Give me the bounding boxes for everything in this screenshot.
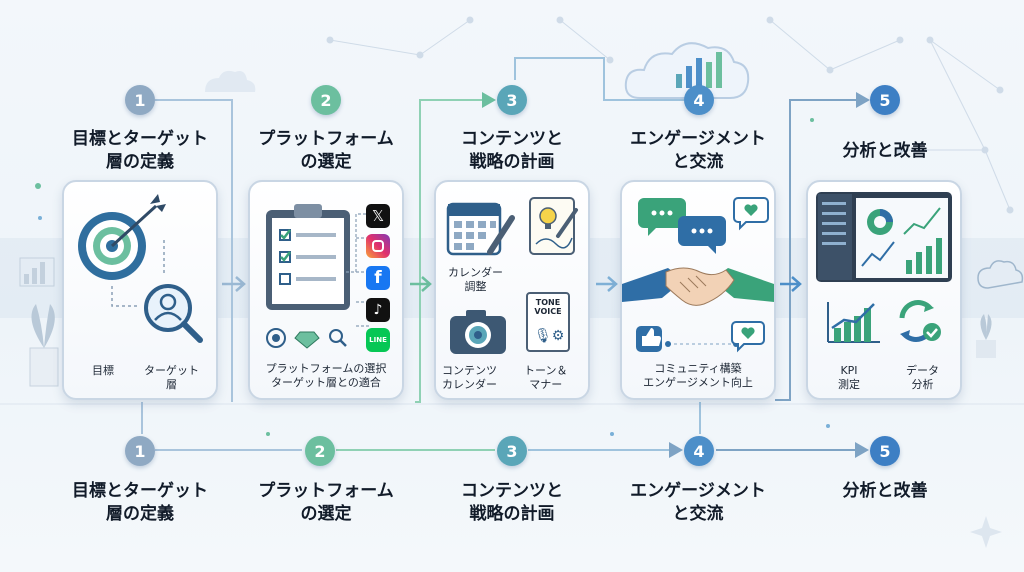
card2-caption-line2: ターゲット層との適合 bbox=[271, 376, 381, 389]
card1-caption-target-line2: 層 bbox=[166, 378, 177, 391]
step-4-number-bottom: 4 bbox=[684, 436, 714, 466]
step-1-title-bottom: 目標とターゲット 層の定義 bbox=[50, 480, 230, 526]
card3-caption-right-line2: マナー bbox=[529, 378, 563, 391]
connector-lines bbox=[346, 213, 370, 327]
step-3-title-top: コンテンツと 戦略の計画 bbox=[422, 128, 602, 174]
analytics-dashboard-icon bbox=[816, 192, 952, 282]
step-2-bottom-line2: の選定 bbox=[300, 504, 352, 524]
step-1-bottom-line1: 目標とターゲット bbox=[72, 481, 208, 501]
step-3-title-line2: 戦略の計画 bbox=[469, 152, 555, 172]
step-5-card: KPI 測定 データ 分析 bbox=[806, 180, 962, 400]
tiktok-icon: ♪ bbox=[366, 298, 390, 322]
kpi-chart-icon bbox=[827, 302, 880, 343]
step-2-title-line2: の選定 bbox=[300, 152, 352, 172]
step-5-bottom-line1: 分析と改善 bbox=[842, 481, 928, 501]
step-2-number-bottom: 2 bbox=[305, 436, 335, 466]
target-gem-search-icons bbox=[266, 328, 347, 349]
calendar-adjust-line2: 調整 bbox=[464, 280, 487, 293]
target-audience-magnifier-icon bbox=[144, 284, 203, 343]
card3-caption-tone-manner: トーン＆ マナー bbox=[524, 364, 567, 392]
camera-icon bbox=[450, 310, 506, 354]
step-3-number-top: 3 bbox=[497, 85, 527, 115]
calendar-adjust-label: カレンダー 調整 bbox=[448, 266, 503, 294]
step-1-title-line1: 目標とターゲット bbox=[72, 129, 208, 149]
tone-label: TONE bbox=[535, 298, 561, 307]
cycle-check-icon bbox=[899, 300, 941, 342]
card5-caption-left-line1: KPI bbox=[840, 364, 858, 377]
card1-caption-target: ターゲット 層 bbox=[144, 364, 199, 392]
step-4-number-top: 4 bbox=[684, 85, 714, 115]
step-3-card: カレンダー 調整 TONE VOICE 🎙⚙ コンテンツ カレンダー トーン＆ … bbox=[434, 180, 590, 400]
step-3-bottom-line1: コンテンツと bbox=[461, 481, 563, 501]
card5-caption-right-line2: 分析 bbox=[911, 378, 934, 391]
card2-caption: プラットフォームの選択 ターゲット層との適合 bbox=[250, 362, 402, 390]
step-4-title-bottom: エンゲージメント と交流 bbox=[608, 480, 788, 526]
step-5-number-top: 5 bbox=[870, 85, 900, 115]
step-4-bottom-line1: エンゲージメント bbox=[630, 481, 766, 501]
step-1-number-bottom: 1 bbox=[125, 436, 155, 466]
card1-caption-target-line1: ターゲット bbox=[144, 364, 199, 377]
card3-caption-right-line1: トーン＆ bbox=[524, 364, 568, 377]
like-heart-icons bbox=[636, 321, 765, 353]
card4-caption-line2: エンゲージメント向上 bbox=[643, 376, 753, 389]
calendar-adjust-line1: カレンダー bbox=[448, 266, 503, 279]
target-icon bbox=[78, 194, 166, 307]
step-2-card: 𝕏 f ♪ LINE プラットフォームの選択 ターゲット層との適合 bbox=[248, 180, 404, 400]
step-3-number-bottom: 3 bbox=[497, 436, 527, 466]
step-1-title-line2: 層の定義 bbox=[106, 152, 174, 172]
step-4-title-top: エンゲージメント と交流 bbox=[608, 128, 788, 174]
tone-voice-document: TONE VOICE 🎙⚙ bbox=[526, 292, 570, 352]
line-icon: LINE bbox=[366, 328, 390, 352]
instagram-icon bbox=[366, 234, 390, 258]
card5-caption-data: データ 分析 bbox=[906, 364, 939, 392]
step-4-title-line1: エンゲージメント bbox=[630, 129, 766, 149]
chat-bubbles-icon bbox=[638, 197, 769, 254]
step-1-number-top: 1 bbox=[125, 85, 155, 115]
idea-notebook-icon bbox=[529, 197, 578, 255]
card3-caption-content-calendar: コンテンツ カレンダー bbox=[442, 364, 497, 392]
step-5-title-bottom: 分析と改善 bbox=[795, 480, 975, 503]
step-3-title-line1: コンテンツと bbox=[461, 129, 563, 149]
calendar-icon bbox=[446, 202, 515, 256]
step-3-title-bottom: コンテンツと 戦略の計画 bbox=[422, 480, 602, 526]
step-4-bottom-line2: と交流 bbox=[672, 504, 724, 524]
card3-caption-left-line2: カレンダー bbox=[442, 378, 497, 391]
step-2-title-line1: プラットフォーム bbox=[258, 129, 394, 149]
handshake-icon bbox=[622, 267, 774, 306]
card5-caption-left-line2: 測定 bbox=[838, 378, 860, 391]
step-5-number-bottom: 5 bbox=[870, 436, 900, 466]
step-5-title-top: 分析と改善 bbox=[795, 140, 975, 163]
card4-caption: コミュニティ構築 エンゲージメント向上 bbox=[622, 362, 774, 390]
step-4-card: コミュニティ構築 エンゲージメント向上 bbox=[620, 180, 776, 400]
mic-gear-icon: 🎙⚙ bbox=[534, 328, 565, 344]
card3-caption-left-line1: コンテンツ bbox=[442, 364, 497, 377]
step-4-title-line2: と交流 bbox=[672, 152, 724, 172]
card5-caption-right-line1: データ bbox=[906, 364, 939, 377]
card4-caption-line1: コミュニティ構築 bbox=[654, 362, 742, 375]
step-2-title-bottom: プラットフォーム の選定 bbox=[236, 480, 416, 526]
step-1-bottom-line2: 層の定義 bbox=[106, 504, 174, 524]
step-2-title-top: プラットフォーム の選定 bbox=[236, 128, 416, 174]
voice-label: VOICE bbox=[534, 307, 562, 316]
step-1-title-top: 目標とターゲット 層の定義 bbox=[50, 128, 230, 174]
x-twitter-icon: 𝕏 bbox=[366, 204, 390, 228]
facebook-icon: f bbox=[366, 266, 390, 290]
card1-caption-goal: 目標 bbox=[92, 364, 114, 377]
card2-caption-line1: プラットフォームの選択 bbox=[265, 362, 387, 375]
step-1-card: 目標 ターゲット 層 bbox=[62, 180, 218, 400]
step-2-bottom-line1: プラットフォーム bbox=[258, 481, 394, 501]
step-2-number-top: 2 bbox=[311, 85, 341, 115]
step-5-title-line1: 分析と改善 bbox=[842, 141, 928, 161]
card5-caption-kpi: KPI 測定 bbox=[838, 364, 860, 392]
step-3-bottom-line2: 戦略の計画 bbox=[469, 504, 555, 524]
clipboard-checklist-icon bbox=[266, 204, 350, 310]
